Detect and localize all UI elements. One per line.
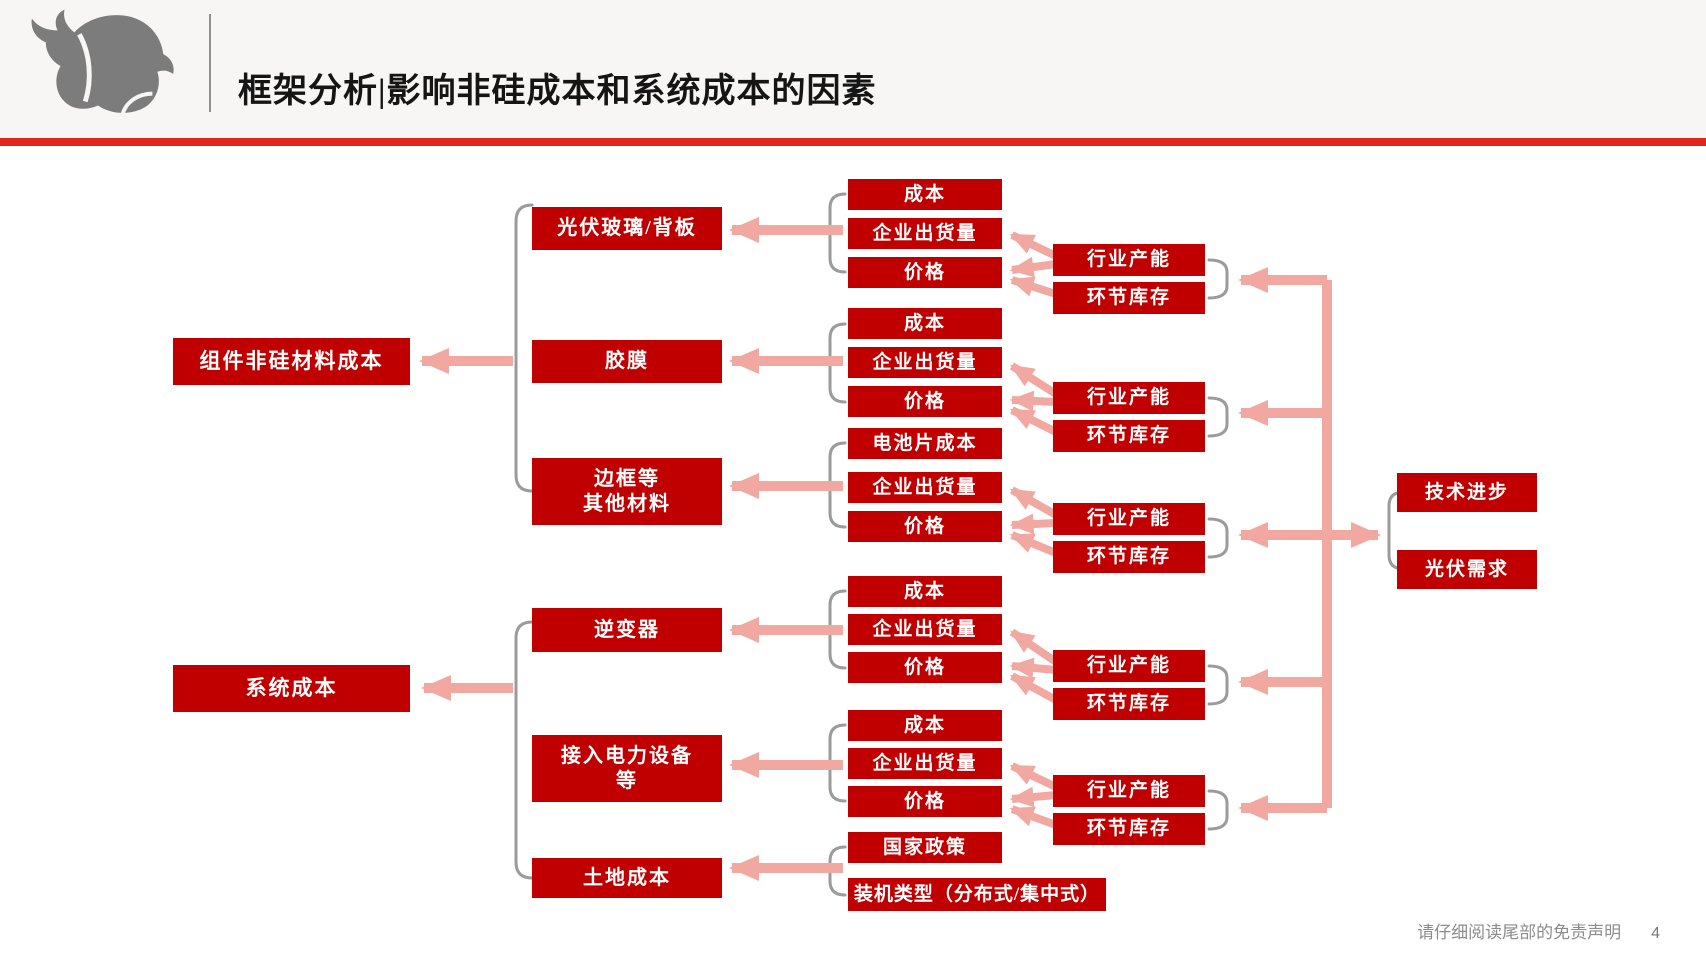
- node-module-non-silicon-cost: 组件非硅材料成本: [173, 338, 410, 385]
- node-shipment-3: 企业出货量: [848, 472, 1002, 503]
- arrow-inventory-price-5: [1009, 805, 1058, 829]
- bracket-right-factors: [1387, 490, 1406, 571]
- arrow-capacity-price-3: [1009, 513, 1057, 535]
- arrow-capacity-price-5: [1009, 786, 1057, 808]
- arrow-capacity-price-1: [1009, 256, 1057, 278]
- node-segment-inventory-3: 环节库存: [1053, 541, 1205, 573]
- bull-detail-stroke: [77, 33, 92, 103]
- stage-line: 等: [616, 769, 638, 792]
- node-shipment-4: 企业出货量: [848, 614, 1002, 645]
- node-industry-capacity-4: 行业产能: [1053, 650, 1205, 682]
- bracket-system-group: [514, 620, 534, 880]
- arrow-capacity-shipment-5: [1009, 762, 1058, 791]
- arrow-capacity-shipment-3: [1009, 486, 1058, 519]
- arrow-inventory-price-4: [1009, 672, 1058, 704]
- bracket-module-group: [514, 203, 534, 493]
- bull-body-shape: [31, 9, 174, 113]
- node-cost-5: 成本: [848, 710, 1002, 741]
- arrow-inventory-price-1: [1009, 276, 1058, 298]
- stage-line: 其他材料: [583, 492, 671, 515]
- node-stage-inverter: 逆变器: [532, 608, 722, 652]
- node-industry-capacity-5: 行业产能: [1053, 775, 1205, 807]
- node-stage-land-cost: 土地成本: [532, 858, 722, 898]
- arrow-capacity-price-2: [1009, 390, 1057, 412]
- stage-line: 边框等: [594, 467, 660, 490]
- node-segment-inventory-4: 环节库存: [1053, 688, 1205, 720]
- arrow-capacity-shipment-2: [1009, 362, 1059, 398]
- node-system-cost: 系统成本: [173, 665, 410, 712]
- node-shipment-2: 企业出货量: [848, 347, 1002, 378]
- bull-logo-icon: [31, 9, 174, 115]
- node-industry-capacity-2: 行业产能: [1053, 382, 1205, 414]
- node-segment-inventory-2: 环节库存: [1053, 420, 1205, 452]
- bracket-pair-3: [1207, 517, 1229, 559]
- page-title: 框架分析|影响非硅成本和系统成本的因素: [238, 73, 877, 111]
- node-cost-4: 成本: [848, 576, 1002, 607]
- header: 框架分析|影响非硅成本和系统成本的因素: [0, 0, 1706, 138]
- node-cell-cost-3: 电池片成本: [848, 428, 1002, 459]
- node-cost-2: 成本: [848, 308, 1002, 339]
- arrow-capacity-price-4: [1009, 657, 1057, 679]
- bracket-pair-4: [1207, 664, 1229, 706]
- arrows: [419, 216, 1381, 881]
- node-price-5: 价格: [848, 786, 1002, 817]
- node-stage-grid-equipment: 接入电力设备 等: [532, 735, 722, 802]
- node-cost-1: 成本: [848, 179, 1002, 210]
- bracket-pair-2: [1207, 396, 1229, 438]
- bracket-pair-1: [1207, 258, 1229, 300]
- node-shipment-5: 企业出货量: [848, 748, 1002, 779]
- node-pv-demand: 光伏需求: [1397, 550, 1537, 589]
- arrow-inventory-price-2: [1009, 406, 1058, 436]
- node-price-3: 价格: [848, 511, 1002, 542]
- arrow-inventory-price-3: [1009, 531, 1058, 557]
- bull-detail-stroke-2: [120, 91, 153, 115]
- node-segment-inventory-1: 环节库存: [1053, 282, 1205, 314]
- node-price-1: 价格: [848, 257, 1002, 288]
- node-stage-pv-glass-backsheet: 光伏玻璃/背板: [532, 207, 722, 250]
- node-shipment-1: 企业出货量: [848, 218, 1002, 249]
- header-rule: [0, 138, 1706, 146]
- page-number: 4: [1651, 925, 1660, 942]
- node-technology-progress: 技术进步: [1397, 473, 1537, 512]
- stage-line: 接入电力设备: [561, 744, 693, 767]
- node-stage-frame-other-materials: 边框等 其他材料: [532, 458, 722, 525]
- node-installation-type: 装机类型（分布式/集中式）: [848, 878, 1106, 911]
- node-national-policy: 国家政策: [848, 832, 1002, 863]
- node-industry-capacity-1: 行业产能: [1053, 244, 1205, 276]
- node-price-2: 价格: [848, 386, 1002, 417]
- logo-divider: [209, 14, 211, 112]
- arrow-capacity-shipment-4: [1009, 628, 1059, 666]
- node-stage-eva-film: 胶膜: [532, 340, 722, 383]
- disclaimer-text: 请仔细阅读尾部的免责声明: [1417, 923, 1622, 942]
- footer: 请仔细阅读尾部的免责声明 4: [1417, 918, 1660, 943]
- node-segment-inventory-5: 环节库存: [1053, 813, 1205, 845]
- node-industry-capacity-3: 行业产能: [1053, 503, 1205, 535]
- bracket-pair-5: [1207, 789, 1229, 831]
- arrow-capacity-shipment-1: [1009, 231, 1058, 260]
- node-price-4: 价格: [848, 652, 1002, 683]
